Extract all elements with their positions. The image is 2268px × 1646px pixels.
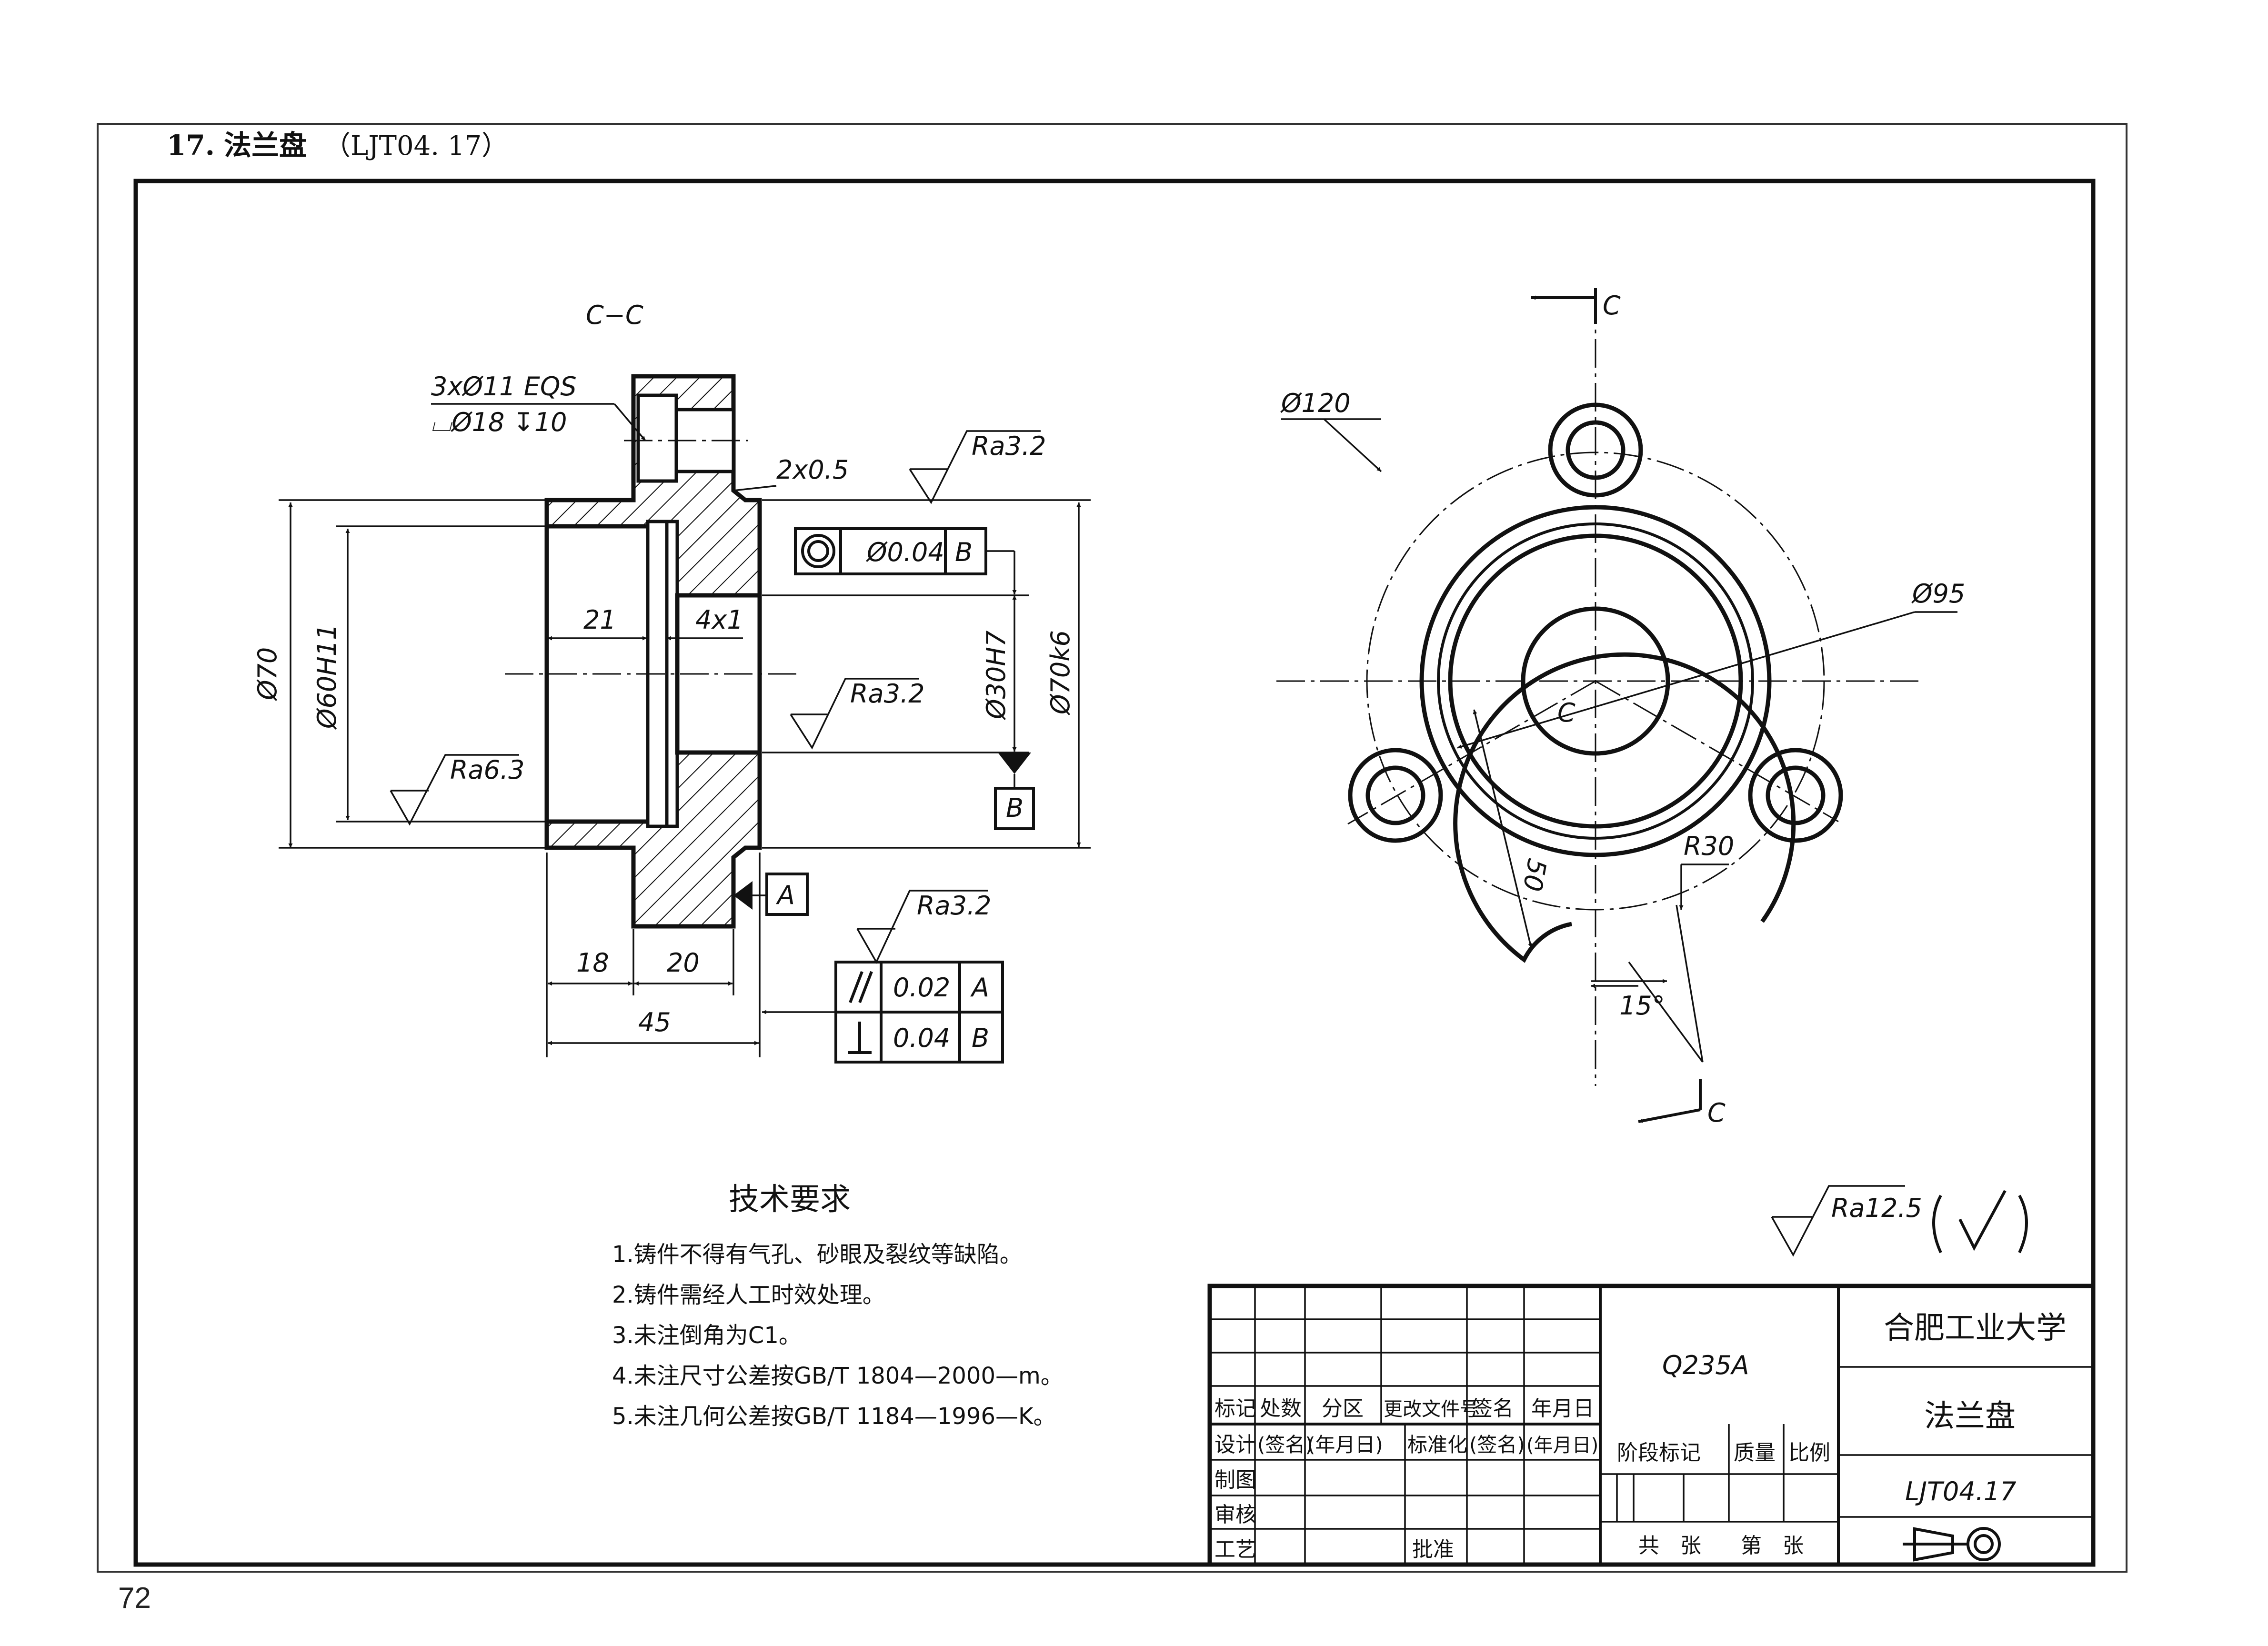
dim-dia-60: Ø60H11 [312, 623, 342, 730]
fcf-orient-datum-1: A [970, 973, 989, 1003]
drawing-border [133, 179, 2096, 1567]
tb-left-3: 工艺 [1214, 1537, 1256, 1562]
chamfer-dim: 2x0.5 [776, 455, 849, 485]
ra-mid: Ra3.2 [850, 679, 925, 709]
datum-b: B [1006, 793, 1024, 823]
dim-r30: R30 [1684, 831, 1734, 861]
tb-row-label-6: 年月日 [1531, 1396, 1594, 1421]
tb-school: 合肥工业大学 [1884, 1311, 2067, 1346]
fcf-concentric-value: Ø0.04 [866, 537, 944, 567]
dim-20: 20 [667, 948, 700, 978]
roughness-bottom: Ra3.2 [856, 890, 992, 964]
perpendicularity-icon [848, 1022, 872, 1054]
tb-row-label-5: 签名 [1472, 1396, 1514, 1421]
tb-sheets-total: 共 张 [1638, 1534, 1701, 1558]
tb-row-label-4: 更改文件号 [1384, 1398, 1479, 1420]
general-roughness: Ra12.5 [1771, 1185, 2028, 1257]
dim-groove: 4x1 [695, 605, 743, 635]
tb-design-3: (年月日) [1307, 1433, 1383, 1456]
bolt-hole-right [1748, 748, 1843, 843]
fcf-orient-datum-2: B [972, 1023, 989, 1053]
tb-scale: 比例 [1788, 1441, 1830, 1465]
dim-dia-70: Ø70 [252, 647, 282, 701]
bolt-hole-left [1348, 748, 1443, 843]
ra-top: Ra3.2 [972, 431, 1046, 461]
dim-angle: 15° [1619, 991, 1665, 1021]
tech-requirements: 技术要求 1.铸件不得有气孔、砂眼及裂纹等缺陷。 2.铸件需经人工时效处理。 3… [612, 1182, 1064, 1430]
fcf-orient-value-2: 0.04 [893, 1023, 950, 1053]
dim-dia-95: Ø95 [1911, 579, 1965, 609]
header-code: （LJT04. 17） [324, 130, 508, 161]
tb-drawing-no: LJT04.17 [1905, 1476, 2017, 1506]
tb-design-2: (签名) [1257, 1433, 1313, 1456]
projection-symbol-icon [1903, 1527, 2001, 1562]
fcf-concentric-datum: B [955, 537, 973, 567]
tb-approve: 批准 [1412, 1537, 1454, 1562]
title-block: 标记 处数 分区 更改文件号 签名 年月日 设计 (签名) (年月日) 标准化 … [1207, 1284, 2096, 1567]
tb-row-label-1: 标记 [1214, 1396, 1256, 1421]
dim-45: 45 [638, 1007, 671, 1037]
dim-50: 50 [1517, 856, 1552, 894]
tech-item-1: 1.铸件不得有气孔、砂眼及裂纹等缺陷。 [612, 1241, 1023, 1268]
flange-outline [1453, 652, 1796, 963]
header-title: 法兰盘 [224, 129, 307, 161]
fcf-concentricity: Ø0.04 B [794, 527, 1017, 594]
tech-item-2: 2.铸件需经人工时效处理。 [612, 1282, 885, 1308]
tb-mass: 质量 [1734, 1441, 1776, 1465]
header-num: 17. [167, 129, 215, 161]
tb-design-5: (签名) [1469, 1433, 1525, 1456]
tech-title: 技术要求 [729, 1182, 851, 1217]
page-number: 72 [118, 1582, 151, 1615]
outer-frame [97, 123, 2128, 1573]
section-label: C−C [586, 300, 643, 330]
fcf-orient-value-1: 0.02 [893, 973, 950, 1003]
concentricity-icon [801, 534, 835, 568]
hole-callout-1: 3xØ11 EQS [431, 371, 577, 401]
dim-dia-30: Ø30H7 [981, 631, 1011, 720]
front-view: C C Ø120 Ø95 C 50 R30 15° [1276, 288, 1965, 1128]
tb-left-1: 制图 [1214, 1468, 1256, 1492]
tb-material: Q235A [1662, 1350, 1749, 1380]
section-view: C−C 3xØ11 EQS ⌴Ø18 ↧10 2x0.5 Ø70 Ø60H11 [252, 300, 1091, 1064]
roughness-top: Ra3.2 [909, 430, 1046, 504]
tb-design-6: (年月日) [1526, 1435, 1598, 1456]
tb-part-name: 法兰盘 [1924, 1399, 2016, 1434]
tech-item-5: 5.未注几何公差按GB/T 1184—1996—K。 [612, 1403, 1056, 1430]
parallelism-icon [849, 971, 873, 1004]
cut-label-bottom: C [1707, 1098, 1726, 1128]
tech-item-3: 3.未注倒角为C1。 [612, 1322, 802, 1349]
tb-design-4: 标准化 [1407, 1433, 1467, 1456]
tb-left-2: 审核 [1214, 1503, 1256, 1527]
ra-left: Ra6.3 [450, 755, 525, 785]
fcf-orientation: 0.02 A 0.04 B [762, 961, 1004, 1064]
tb-design-1: 设计 [1214, 1433, 1256, 1457]
dim-dia-70k6: Ø70k6 [1045, 630, 1075, 715]
tb-row-label-3: 分区 [1322, 1396, 1364, 1421]
roughness-left: Ra6.3 [390, 754, 525, 826]
tb-row-label-2: 处数 [1260, 1396, 1302, 1421]
dim-dia-120: Ø120 [1280, 388, 1351, 418]
tech-item-4: 4.未注尺寸公差按GB/T 1804—2000—m。 [612, 1363, 1064, 1389]
dim-18: 18 [576, 948, 609, 978]
tb-stage: 阶段标记 [1617, 1441, 1701, 1465]
datum-a: A [776, 880, 795, 910]
tb-sheet-no: 第 张 [1741, 1534, 1804, 1558]
cut-label-top: C [1603, 291, 1621, 321]
hole-callout-2: ⌴Ø18 ↧10 [431, 407, 567, 437]
roughness-mid: Ra3.2 [790, 678, 925, 750]
dim-21: 21 [583, 605, 616, 635]
ra-bottom: Ra3.2 [917, 891, 992, 921]
center-label: C [1557, 698, 1576, 728]
ra-general: Ra12.5 [1831, 1193, 1922, 1223]
